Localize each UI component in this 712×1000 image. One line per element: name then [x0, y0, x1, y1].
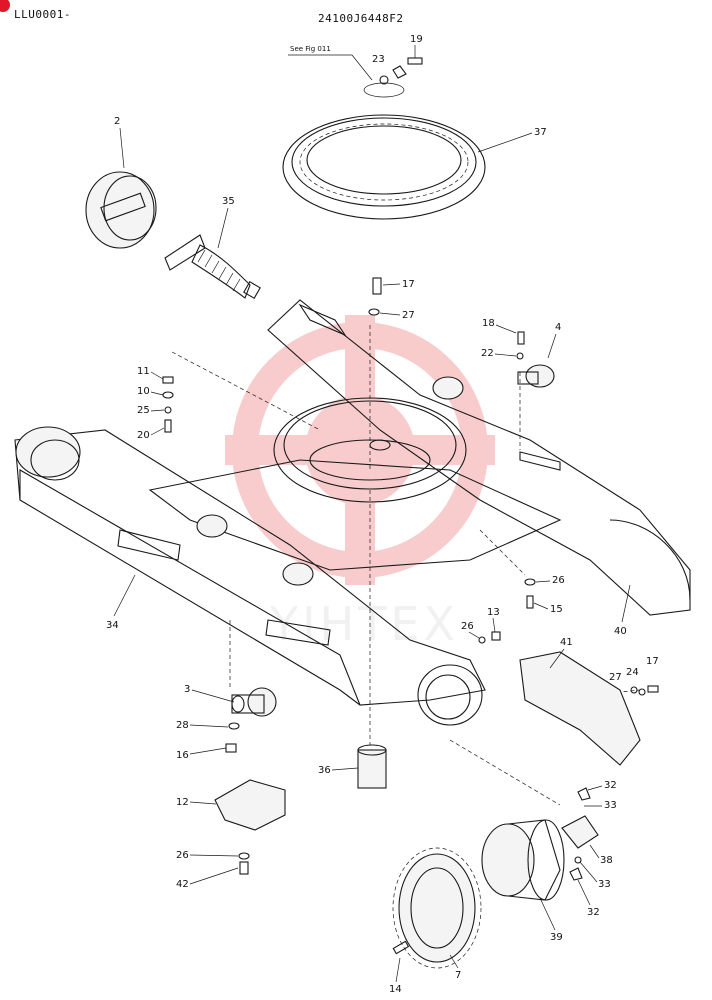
callout-27: 27 [402, 310, 415, 321]
watermark-logo: YIHTEX [225, 315, 495, 651]
recoil-spring [164, 234, 261, 299]
track-roller [231, 687, 277, 717]
callout-39: 39 [550, 932, 563, 943]
callout-17b: 17 [646, 656, 659, 667]
callout-34: 34 [106, 620, 119, 631]
callout-7: 7 [455, 970, 461, 981]
callout-24: 24 [626, 667, 639, 678]
callout-28: 28 [176, 720, 189, 731]
corner-badge-icon [0, 0, 10, 12]
callout-41: 41 [560, 637, 573, 648]
callout-33: 33 [604, 800, 617, 811]
callout-12: 12 [176, 797, 189, 808]
callout-3: 3 [184, 684, 190, 695]
callout-18: 18 [482, 318, 495, 329]
cover-plate [519, 651, 641, 766]
valve-block [561, 815, 599, 849]
center-joint [357, 744, 387, 789]
track-frame [14, 299, 691, 726]
callout-40: 40 [614, 626, 627, 637]
carrier-roller [517, 364, 555, 388]
hardware-items [162, 57, 659, 955]
drawing-number-label: 24100J6448F2 [318, 12, 404, 25]
callout-33b: 33 [598, 879, 611, 890]
callout-17: 17 [402, 279, 415, 290]
callout-23: 23 [372, 54, 385, 65]
callout-38: 38 [600, 855, 613, 866]
callout-2: 2 [114, 116, 120, 127]
callout-26: 26 [552, 575, 565, 586]
callout-16: 16 [176, 750, 189, 761]
callout-36: 36 [318, 765, 331, 776]
callout-20: 20 [137, 430, 150, 441]
page-id-label: LLU0001- [14, 8, 71, 21]
callout-35: 35 [222, 196, 235, 207]
callout-42: 42 [176, 879, 189, 890]
callout-19: 19 [410, 34, 423, 45]
callout-15: 15 [550, 604, 563, 615]
callout-27b: 27 [609, 672, 622, 683]
idler-wheel [85, 171, 157, 249]
callout-4: 4 [555, 322, 561, 333]
callout-32: 32 [604, 780, 617, 791]
callout-26b: 26 [461, 621, 474, 632]
slewing-ring [282, 114, 486, 220]
callout-26c: 26 [176, 850, 189, 861]
callout-25: 25 [137, 405, 150, 416]
sprocket [392, 847, 482, 969]
callout-labels: 2 35 19 23 37 17 27 18 4 22 11 10 25 2 [106, 34, 659, 995]
travel-motor [481, 819, 565, 901]
callout-22: 22 [481, 348, 494, 359]
callout-11: 11 [137, 366, 150, 377]
callout-37: 37 [534, 127, 547, 138]
callout-14: 14 [389, 984, 402, 995]
callout-10: 10 [137, 386, 150, 397]
callout-13: 13 [487, 607, 500, 618]
track-guard [214, 779, 286, 831]
reference-note: See Fig 011 [290, 45, 331, 53]
callout-32b: 32 [587, 907, 600, 918]
watermark-text: YIHTEX [269, 597, 459, 651]
